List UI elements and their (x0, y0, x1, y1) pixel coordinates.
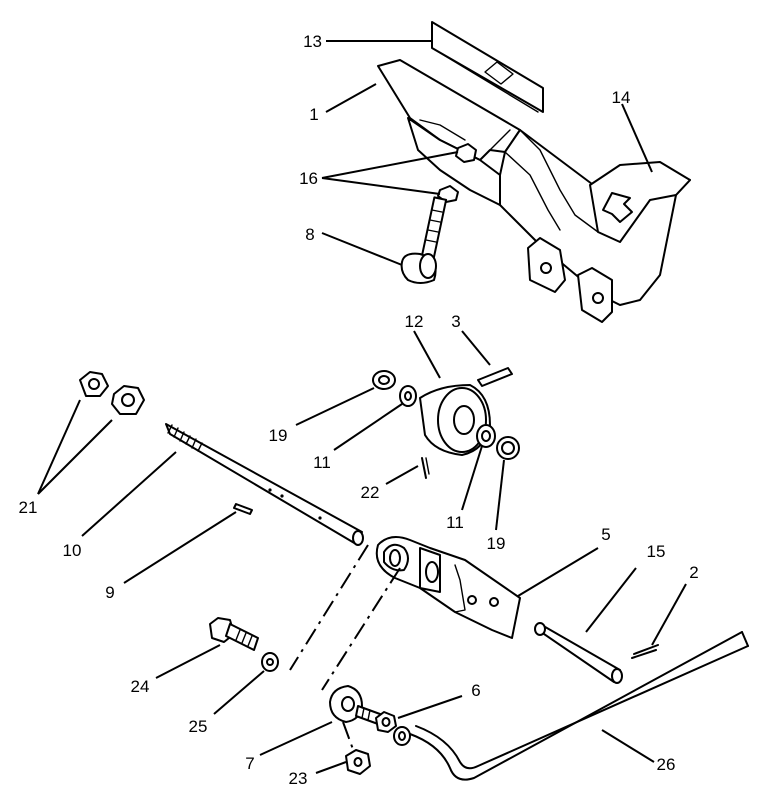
callout-24: 24 (131, 677, 150, 696)
part-7-rod-end (329, 685, 381, 725)
callout-3: 3 (451, 312, 460, 331)
callout-12: 12 (405, 312, 424, 331)
callout-labels: 13 1 14 16 8 12 3 19 11 22 11 19 21 10 9… (19, 32, 699, 788)
part-16-nuts (437, 143, 477, 203)
part-22-cotter-pin (421, 457, 430, 479)
part-5-lever-arm (375, 535, 521, 639)
part-19-bushing-right (496, 436, 520, 460)
callout-22: 22 (361, 483, 380, 502)
part-8-bumper (400, 196, 448, 284)
part-24-bolt (209, 617, 259, 651)
alignment-lines (289, 544, 401, 753)
callout-8: 8 (305, 225, 314, 244)
callout-10: 10 (63, 541, 82, 560)
leader-lines (37, 40, 687, 774)
callout-16: 16 (299, 169, 318, 188)
part-15-clevis-pin (534, 622, 623, 684)
callout-15: 15 (647, 542, 666, 561)
part-25-washer (261, 652, 279, 672)
part-23-nut (345, 749, 371, 775)
callout-23: 23 (289, 769, 308, 788)
part-10-rod (165, 423, 364, 546)
part-12-roller (419, 384, 491, 456)
callout-19-right: 19 (487, 534, 506, 553)
callout-5: 5 (601, 525, 610, 544)
callout-7: 7 (245, 754, 254, 773)
part-19-bushing-left (372, 370, 396, 390)
callout-13: 13 (303, 32, 322, 51)
part-26-control-rod (409, 631, 749, 781)
callout-26: 26 (657, 755, 676, 774)
part-11-washer-right (476, 424, 496, 448)
part-11-washer-left (399, 385, 417, 407)
part-6-nut (375, 711, 411, 746)
callout-11-right: 11 (446, 513, 464, 532)
callout-2: 2 (689, 563, 698, 582)
callout-25: 25 (189, 717, 208, 736)
callout-14: 14 (612, 88, 631, 107)
part-2-hairpin (631, 644, 659, 659)
part-13-decal (431, 21, 544, 113)
callout-19-left: 19 (269, 426, 288, 445)
callout-9: 9 (105, 583, 114, 602)
callout-1: 1 (309, 105, 318, 124)
part-9-spring-pin (233, 503, 253, 515)
part-1-pedal-bracket (377, 59, 691, 323)
callout-11-left: 11 (313, 453, 331, 472)
callout-21: 21 (19, 498, 38, 517)
callout-6: 6 (471, 681, 480, 700)
part-3-roll-pin (477, 367, 513, 387)
part-21-nuts (79, 371, 145, 415)
